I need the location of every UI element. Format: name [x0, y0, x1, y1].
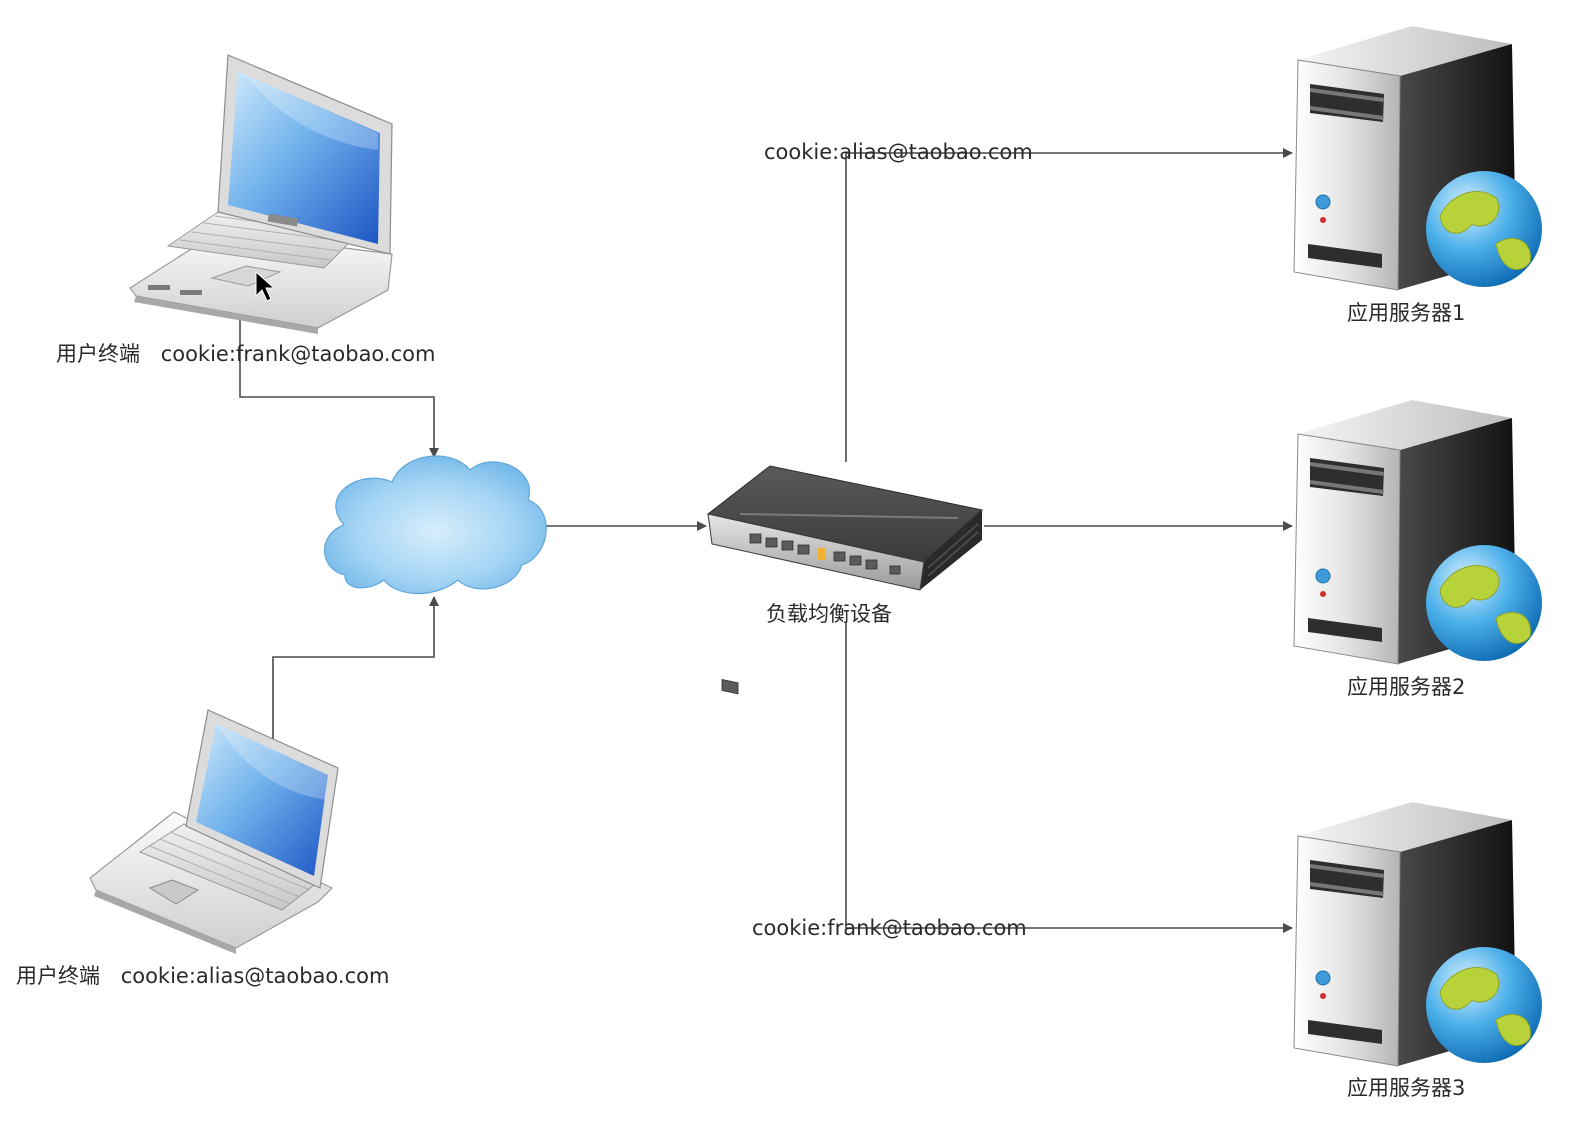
edge-server1-cookie-label: cookie:alias@taobao.com	[764, 140, 1033, 164]
server2-icon	[1293, 400, 1542, 665]
edge-balancer-to-server3	[845, 622, 1293, 933]
edge-client-top-to-cloud	[239, 312, 439, 458]
internet-cloud-icon	[324, 455, 547, 595]
client-bottom-label: 用户终端 cookie:alias@taobao.com	[16, 963, 389, 989]
edge-server3-cookie-label: cookie:frank@taobao.com	[752, 916, 1027, 940]
client-top-label: 用户终端 cookie:frank@taobao.com	[56, 341, 435, 367]
globe-icon	[1426, 947, 1542, 1063]
balancer-label: 负载均衡设备	[766, 602, 892, 626]
client-top-name: 用户终端	[56, 342, 140, 366]
client-top-cookie: cookie:frank@taobao.com	[160, 342, 436, 366]
edge-balancer-to-server1	[845, 148, 1293, 462]
globe-icon	[1426, 171, 1542, 287]
client-bottom-cookie: cookie:alias@taobao.com	[120, 964, 390, 988]
load-balancer-device-icon	[706, 465, 984, 695]
server3-label: 应用服务器3	[1347, 1076, 1466, 1100]
server1-icon	[1293, 26, 1542, 291]
server2-label: 应用服务器2	[1347, 675, 1466, 699]
globe-icon	[1426, 545, 1542, 661]
edge-client-bottom-to-cloud	[272, 596, 439, 742]
laptop-bottom-icon	[89, 709, 339, 954]
server1-label: 应用服务器1	[1347, 301, 1466, 325]
connectors	[239, 148, 1293, 933]
laptop-top-icon	[129, 54, 393, 334]
server3-icon	[1293, 802, 1542, 1067]
client-bottom-name: 用户终端	[16, 964, 100, 988]
